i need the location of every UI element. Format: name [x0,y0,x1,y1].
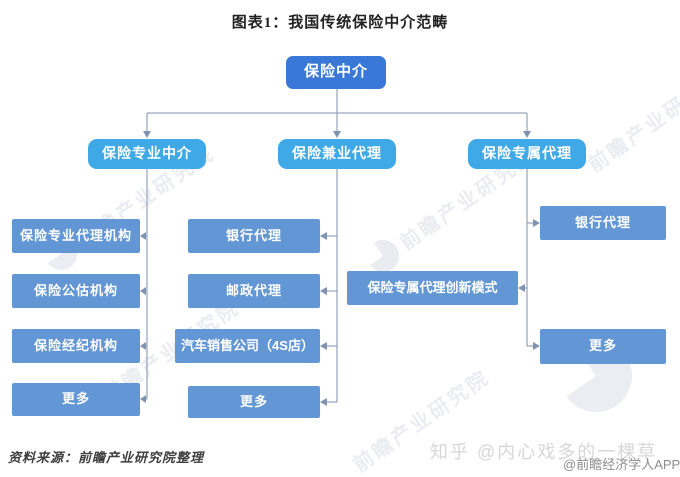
child-node-exclusive-agency-innovation: 保险专属代理创新模式 [347,271,518,305]
child-node-more-1: 更多 [12,383,140,416]
child-node-brokerage-org: 保险经纪机构 [12,329,140,363]
chart-title: 图表1：我国传统保险中介范畴 [231,15,449,31]
child-node-bank-agency: 银行代理 [188,219,320,253]
app-watermark: @前瞻经济学人APP [563,457,680,472]
branch-node-professional-intermediary: 保险专业中介 [88,139,206,169]
branch-node-exclusive-agency: 保险专属代理 [468,139,586,169]
root-node: 保险中介 [286,56,386,89]
child-node-more-3: 更多 [540,329,666,364]
zhihu-watermark: 知乎 @内心戏多的一棵草 [430,442,658,462]
child-node-more-2: 更多 [188,386,320,418]
child-node-car-dealer-4s: 汽车销售公司（4S店） [175,329,320,363]
branch-node-concurrent-agency: 保险兼业代理 [278,139,396,169]
child-node-postal-agency: 邮政代理 [188,274,320,308]
child-node-public-assessment-org: 保险公估机构 [12,274,140,308]
child-node-bank-agency-2: 银行代理 [540,206,666,240]
source-note: 资料来源：前瞻产业研究院整理 [8,450,205,465]
child-node-professional-agency-org: 保险专业代理机构 [12,219,140,253]
